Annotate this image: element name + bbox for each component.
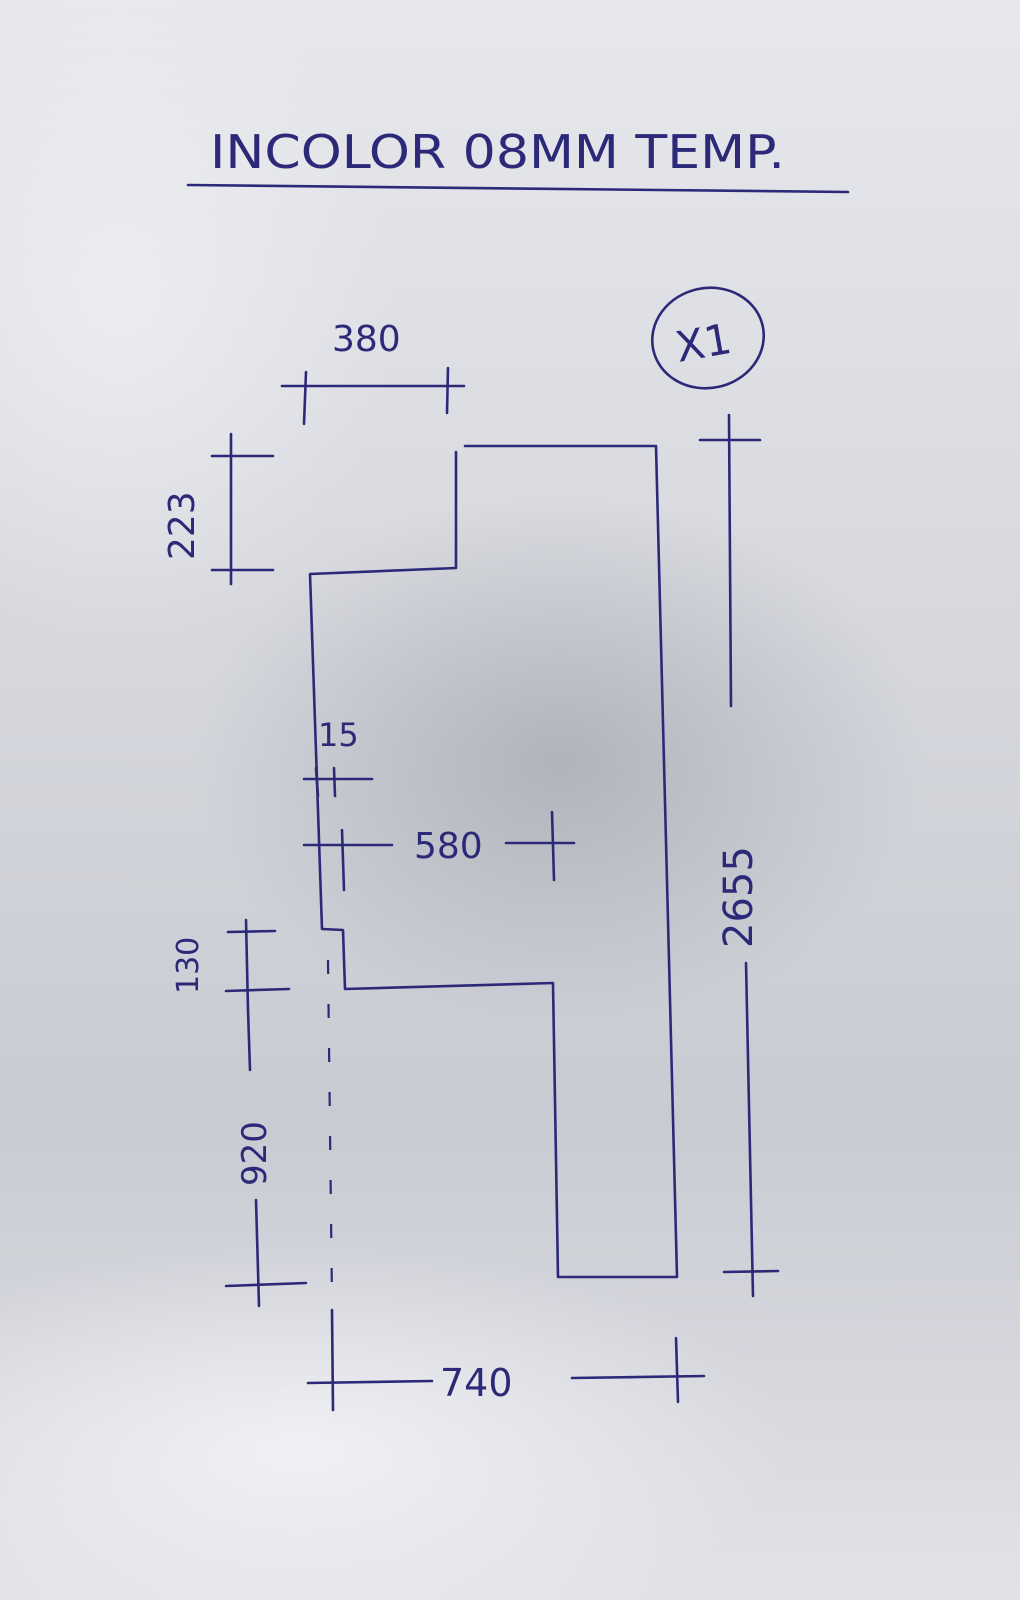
step-height-tick-bottom bbox=[224, 987, 291, 993]
bottom-width-dimension-line-right bbox=[570, 1374, 706, 1380]
total-height-tick-bottom bbox=[722, 1269, 780, 1274]
total-height-dimension-line-upper bbox=[727, 413, 733, 708]
offset-tick-1 bbox=[314, 766, 320, 798]
top-width-tick-left bbox=[302, 370, 308, 426]
step-height-dimension-line bbox=[244, 918, 250, 1012]
lower-height-label: 920 bbox=[235, 1121, 275, 1186]
quantity-circle bbox=[650, 286, 766, 390]
bottom-width-tick-right bbox=[674, 1336, 680, 1404]
title-underline bbox=[186, 183, 850, 194]
quantity-label: X1 bbox=[672, 314, 735, 372]
sketch-title: INCOLOR 08MM TEMP. bbox=[210, 125, 785, 179]
top-width-label: 380 bbox=[332, 319, 401, 360]
offset-tick-2 bbox=[332, 766, 337, 798]
reference-dashed-line bbox=[326, 959, 334, 1301]
top-width-tick-right bbox=[445, 366, 450, 415]
bottom-width-tick-left bbox=[330, 1308, 335, 1412]
bottom-width-label: 740 bbox=[440, 1361, 513, 1405]
lower-height-dimension-line-upper bbox=[246, 1008, 252, 1072]
glass-panel-outline bbox=[308, 444, 679, 1279]
offset-label: 15 bbox=[318, 716, 359, 754]
step-height-label: 130 bbox=[171, 937, 206, 994]
bottom-width-dimension-line-left bbox=[306, 1379, 434, 1385]
total-height-dimension-line-lower bbox=[744, 961, 755, 1298]
offset-tick-3 bbox=[340, 828, 346, 892]
lower-height-dimension-line-lower bbox=[254, 1198, 261, 1308]
total-height-label: 2655 bbox=[716, 846, 762, 948]
inner-width-tick-right bbox=[550, 810, 556, 882]
step-height-tick-top bbox=[226, 929, 277, 934]
inner-width-label: 580 bbox=[414, 826, 483, 867]
notch-height-label: 223 bbox=[162, 491, 203, 560]
lower-height-tick-bottom bbox=[224, 1281, 308, 1288]
